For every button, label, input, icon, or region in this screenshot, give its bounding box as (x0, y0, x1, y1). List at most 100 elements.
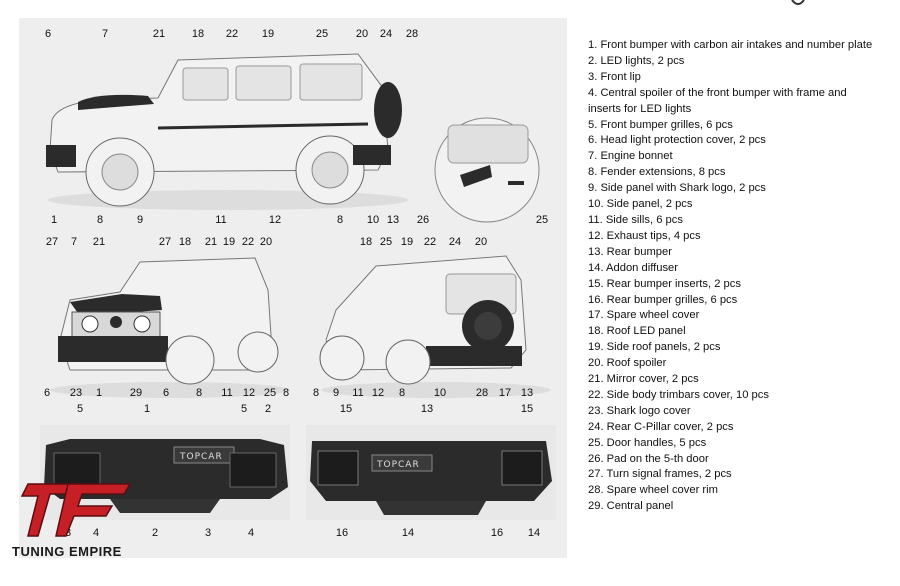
legend-item: 5. Front bumper grilles, 6 pcs (588, 118, 733, 131)
callout: 13 (420, 403, 434, 415)
callout: 21 (204, 236, 218, 248)
legend-item: 17. Spare wheel cover (588, 309, 700, 322)
callout: 21 (92, 236, 106, 248)
legend-item: 28. Spare wheel cover rim (588, 484, 718, 497)
callout: 20 (474, 236, 488, 248)
callout: 20 (259, 236, 273, 248)
tuning-empire-logo-icon (20, 483, 132, 537)
callout: 1 (95, 387, 103, 399)
callout: 16 (490, 527, 504, 539)
callout: 11 (352, 387, 364, 399)
callout: 6 (44, 28, 52, 40)
legend-item: 6. Head light protection cover, 2 pcs (588, 134, 766, 147)
legend-item: 3. Front lip (588, 70, 641, 83)
legend-item: 10. Side panel, 2 pcs (588, 198, 693, 211)
callout: 22 (225, 28, 239, 40)
callout: 9 (332, 387, 340, 399)
callout: 13 (386, 214, 400, 226)
legend-item: 12. Exhaust tips, 4 pcs (588, 229, 701, 242)
callout: 25 (263, 387, 277, 399)
legend-item: 13. Rear bumper (588, 245, 672, 258)
callout: 28 (475, 387, 489, 399)
callout: 24 (379, 28, 393, 40)
front-bumper-brand: TOPCAR (180, 452, 223, 462)
callout: 22 (241, 236, 255, 248)
callout: 29 (129, 387, 143, 399)
callout: 12 (242, 387, 256, 399)
callout: 4 (92, 527, 100, 539)
rear-bumper-brand: TOPCAR (377, 460, 420, 470)
parts-legend: 1. Front bumper with carbon air intakes … (588, 38, 878, 515)
legend-item: 19. Side roof panels, 2 pcs (588, 341, 721, 354)
callout: 2 (151, 527, 159, 539)
legend-item: 7. Engine bonnet (588, 150, 673, 163)
legend-item: 2. LED lights, 2 pcs (588, 54, 685, 67)
brand-name: TUNING EMPIRE (12, 544, 122, 559)
legend-item: 8. Fender extensions, 8 pcs (588, 166, 726, 179)
callout: 20 (355, 28, 369, 40)
legend-panel (567, 18, 882, 558)
rear-three-quarter-illustration (319, 255, 551, 398)
callout: 19 (222, 236, 236, 248)
callout: 18 (359, 236, 373, 248)
legend-item: 11. Side sills, 6 pcs (588, 213, 683, 226)
callout: 18 (178, 236, 192, 248)
callout: 1 (50, 214, 58, 226)
callout: 1 (143, 403, 151, 415)
callout: 26 (416, 214, 430, 226)
callout: 14 (401, 527, 415, 539)
callout: 24 (448, 236, 462, 248)
callout: 6 (43, 387, 51, 399)
legend-item: 25. Door handles, 5 pcs (588, 436, 707, 449)
legend-item: 29. Central panel (588, 500, 674, 513)
callout: 2 (264, 403, 272, 415)
legend-item: 23. Shark logo cover (588, 404, 691, 417)
callout: 9 (136, 214, 144, 226)
callout: 25 (315, 28, 329, 40)
callout: 12 (268, 214, 282, 226)
callout: 8 (195, 387, 203, 399)
callout: 28 (405, 28, 419, 40)
callout: 17 (498, 387, 512, 399)
door-detail-illustration (434, 117, 540, 223)
rear-bumper-illustration (306, 425, 556, 520)
legend-item: 18. Roof LED panel (588, 325, 686, 338)
callout: 7 (70, 236, 78, 248)
callout: 25 (535, 214, 549, 226)
callout: 22 (423, 236, 437, 248)
front-three-quarter-illustration (50, 257, 290, 398)
callout: 13 (520, 387, 534, 399)
legend-item: 20. Roof spoiler (588, 357, 667, 370)
callout: 16 (335, 527, 349, 539)
legend-item: 24. Rear C-Pillar cover, 2 pcs (588, 420, 734, 433)
legend-item: 16. Rear bumper grilles, 6 pcs (588, 293, 738, 306)
callout: 15 (520, 403, 534, 415)
legend-item: 9. Side panel with Shark logo, 2 pcs (588, 182, 766, 195)
callout: 10 (366, 214, 380, 226)
callout: 15 (339, 403, 353, 415)
legend-item: 22. Side body trimbars cover, 10 pcs (588, 388, 769, 401)
legend-item: 1. Front bumper with carbon air intakes … (588, 39, 873, 51)
callout: 23 (69, 387, 83, 399)
callout: 3 (204, 527, 212, 539)
callout: 18 (191, 28, 205, 40)
legend-item: 21. Mirror cover, 2 pcs (588, 373, 699, 386)
callout: 6 (162, 387, 170, 399)
callout: 8 (398, 387, 406, 399)
callout: 5 (76, 403, 84, 415)
callout: 19 (261, 28, 275, 40)
callout: 19 (400, 236, 414, 248)
callout: 21 (152, 28, 166, 40)
legend-item: 26. Pad on the 5-th door (588, 452, 709, 465)
callout: 8 (96, 214, 104, 226)
callout: 8 (312, 387, 320, 399)
legend-item: 15. Rear bumper inserts, 2 pcs (588, 277, 741, 290)
front-bumper-illustration (40, 425, 290, 520)
callout: 8 (336, 214, 344, 226)
corner-mark-icon (791, 0, 805, 5)
callout: 7 (101, 28, 109, 40)
callout: 25 (379, 236, 393, 248)
legend-item: 14. Addon diffuser (588, 261, 678, 274)
callout: 14 (527, 527, 541, 539)
callout: 8 (282, 387, 290, 399)
